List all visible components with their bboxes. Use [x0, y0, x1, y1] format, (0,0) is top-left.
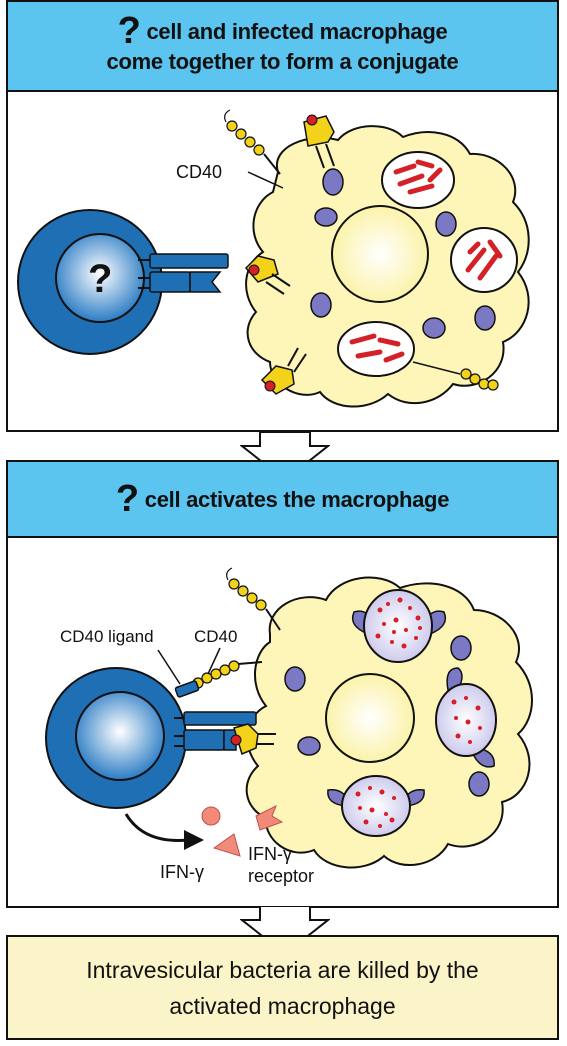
tcr-receptor [149, 253, 229, 293]
pointer-line [412, 361, 461, 375]
cd40-chain [460, 368, 499, 391]
granule [422, 317, 446, 339]
label-ifn-gamma: IFN-γ [160, 862, 204, 882]
unknown-cell-nucleus [75, 691, 165, 781]
ifn-gamma-molecule [201, 806, 221, 826]
panel1-title-line1: cell and infected macrophage [146, 18, 448, 44]
panel1-title-line2: come together to form a conjugate [106, 48, 459, 74]
granule [284, 666, 306, 692]
infected-vesicle [450, 227, 518, 293]
vesicle [337, 321, 415, 377]
granule [468, 771, 490, 797]
infected-vesicle [381, 151, 455, 209]
unknown-cell-mark: ? [88, 257, 112, 301]
fused-vesicle [435, 667, 497, 768]
cd40-stem [263, 153, 281, 175]
cd40-label-line [247, 171, 284, 189]
secretion-arrow [124, 813, 189, 842]
panel1-title: ?cell and infected macrophage come toget… [106, 12, 459, 77]
macrophage-granules [284, 635, 490, 797]
granule [474, 305, 496, 331]
mhc-receptor [260, 347, 307, 395]
macrophage-granules [310, 168, 496, 339]
panel1-header: ?cell and infected macrophage come toget… [6, 0, 559, 92]
bacteria [465, 239, 503, 281]
panel2-header: ?cell activates the macrophage [6, 460, 559, 538]
cd40-ligand-label-line [157, 649, 181, 685]
fused-vesicle [351, 589, 447, 663]
granule [297, 736, 321, 756]
label-cd40: CD40 [176, 162, 222, 182]
tcr-receptor [183, 711, 257, 751]
label-ifn-gamma-receptor-2: receptor [248, 866, 314, 886]
dead-bacteria [355, 786, 396, 828]
cd40-ligand [174, 680, 200, 698]
panel1-diagram: CD40 ? [17, 109, 530, 408]
granule [322, 168, 344, 196]
infected-vesicle [337, 321, 415, 377]
label-cd40-ligand: CD40 ligand [60, 627, 154, 646]
panel2-title-text: cell activates the macrophage [144, 486, 450, 512]
cd40-label-line [207, 647, 221, 675]
vesicle [450, 227, 518, 293]
result-line1: Intravesicular bacteria are killed by th… [86, 956, 479, 983]
granule [310, 292, 332, 318]
panel1-body: CD40 ? [6, 90, 559, 432]
result-line2: activated macrophage [169, 992, 396, 1019]
secretion-arrowhead [184, 830, 204, 850]
cd40-chain [226, 567, 267, 611]
cd40-stem [237, 661, 263, 665]
macrophage-nucleus [325, 673, 415, 763]
dead-bacteria [451, 696, 482, 744]
mhc-receptor [303, 114, 335, 169]
ifn-gamma-molecule [212, 833, 241, 857]
result-box: Intravesicular bacteria are killed by th… [6, 935, 559, 1040]
label-cd40: CD40 [194, 627, 237, 646]
macrophage-nucleus [331, 205, 429, 303]
dead-bacteria [375, 597, 422, 649]
bacteria [393, 159, 443, 195]
label-ifn-gamma-receptor-1: IFN-γ [248, 844, 292, 864]
fused-vesicle [327, 775, 425, 837]
cd40-chain [224, 109, 265, 156]
granule [435, 211, 457, 237]
result-text: Intravesicular bacteria are killed by th… [86, 952, 478, 1024]
panel2-diagram: CD40 ligand CD40 IFN-γ IFN-γ recepto [45, 567, 533, 886]
panel2-unknown-mark: ? [115, 477, 139, 520]
mhc-receptor [230, 723, 276, 756]
panel2-title: ?cell activates the macrophage [116, 480, 450, 518]
granule [450, 635, 472, 661]
cd40-stem [265, 608, 281, 631]
bacteria [349, 333, 405, 363]
panel2-body: CD40 ligand CD40 IFN-γ IFN-γ recepto [6, 536, 559, 908]
mhc-receptor [244, 255, 291, 295]
cd40-bound-chain [192, 660, 240, 689]
panel1-unknown-mark: ? [117, 9, 141, 52]
granule [314, 207, 338, 227]
ifn-gamma-receptor [255, 804, 284, 831]
